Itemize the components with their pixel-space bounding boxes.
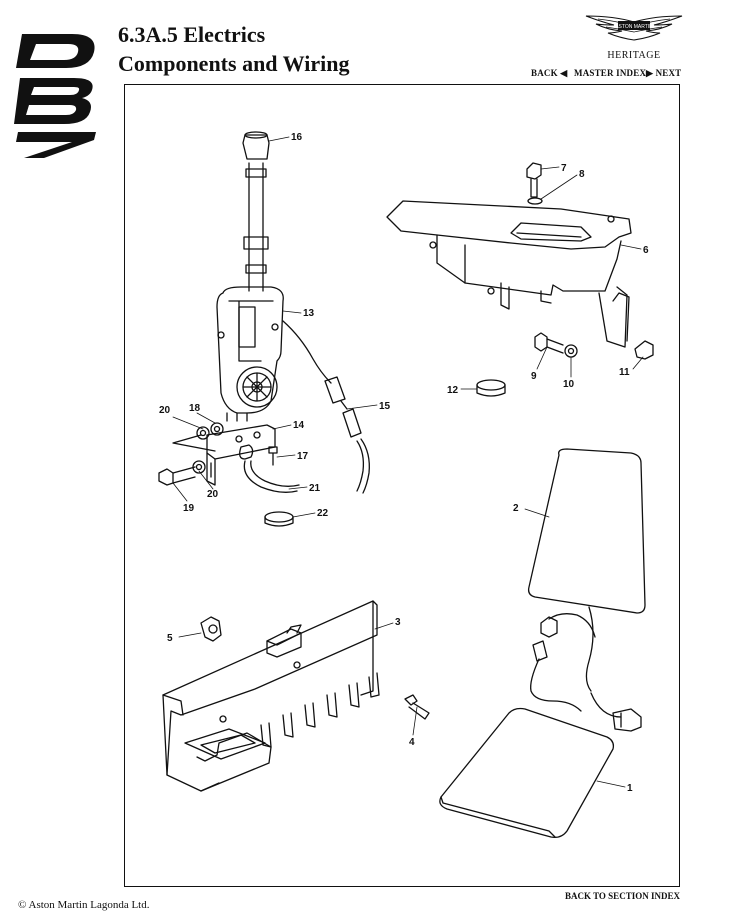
page-title: 6.3A.5 Electrics Components and Wiring (118, 20, 349, 78)
aston-martin-wings-logo: ASTON MARTIN (585, 15, 683, 41)
master-index-link[interactable]: MASTER INDEX (574, 68, 647, 78)
callout-21: 21 (309, 483, 321, 494)
callout-12: 12 (447, 385, 459, 396)
callout-10: 10 (563, 379, 575, 390)
exploded-diagram-frame: 16 13 14 15 17 21 22 20 18 19 20 7 8 6 9… (124, 84, 680, 887)
module-mounting-bracket (386, 162, 654, 397)
db7-logo (14, 34, 96, 158)
aerial-mounting-bracket (158, 422, 300, 527)
seat-back-sensor-pad (527, 448, 646, 718)
power-aerial-unit (216, 131, 370, 494)
callout-18: 18 (189, 403, 201, 414)
callout-2: 2 (513, 503, 519, 514)
callout-13: 13 (303, 308, 315, 319)
callout-15: 15 (379, 401, 391, 412)
back-link[interactable]: BACK ◀ (531, 68, 568, 78)
callout-1: 1 (627, 783, 633, 794)
callout-22: 22 (317, 508, 329, 519)
callout-11: 11 (619, 367, 630, 378)
long-mounting-bracket (162, 600, 430, 792)
copyright-notice: © Aston Martin Lagonda Ltd. (18, 899, 150, 911)
callout-6: 6 (643, 245, 649, 256)
aston-martin-brand: ASTON MARTIN HERITAGE (582, 10, 686, 61)
callout-leaders (172, 136, 644, 788)
callout-8: 8 (579, 169, 585, 180)
callout-3: 3 (395, 617, 401, 628)
seat-cushion-sensor-mat (439, 707, 615, 839)
brand-heritage-text: HERITAGE (607, 50, 661, 61)
callout-7: 7 (561, 163, 567, 174)
callout-4: 4 (409, 737, 415, 748)
exploded-parts-diagram: 16 13 14 15 17 21 22 20 18 19 20 7 8 6 9… (158, 131, 654, 839)
sensor-wiring-connectors (530, 613, 642, 732)
title-line-2: Components and Wiring (118, 51, 350, 76)
callout-14: 14 (293, 420, 305, 431)
next-link[interactable]: ▶ NEXT (646, 68, 682, 78)
back-to-section-index-link[interactable]: BACK TO SECTION INDEX (565, 891, 680, 901)
svg-text:ASTON MARTIN: ASTON MARTIN (615, 24, 653, 30)
callout-20-upper: 20 (159, 405, 171, 416)
callout-19: 19 (183, 503, 195, 514)
title-line-1: 6.3A.5 Electrics (118, 22, 266, 47)
callout-16: 16 (291, 132, 303, 143)
callout-5: 5 (167, 633, 173, 644)
callout-17: 17 (297, 451, 309, 462)
callout-9: 9 (531, 371, 537, 382)
callout-20-lower: 20 (207, 489, 219, 500)
